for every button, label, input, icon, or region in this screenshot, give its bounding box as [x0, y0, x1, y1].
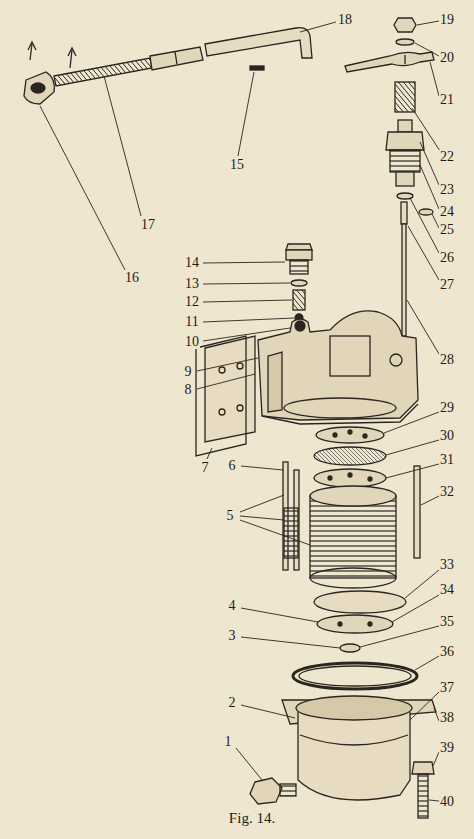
callout-number: 12: [184, 295, 200, 309]
callout-number: 2: [228, 696, 237, 710]
valve-disc: [317, 615, 393, 633]
callout-number: 24: [439, 205, 455, 219]
figure-caption: Fig. 14.: [228, 811, 276, 825]
spring: [395, 82, 415, 112]
callout-number: 16: [124, 271, 140, 285]
filter-element: [284, 486, 396, 588]
sealing-ring: [293, 663, 417, 689]
callout-number: 8: [184, 383, 193, 397]
callout-number: 31: [439, 453, 455, 467]
callout-number: 33: [439, 558, 455, 572]
callout-number: 30: [439, 429, 455, 443]
callout-number: 9: [184, 365, 193, 379]
callout-number: 32: [439, 485, 455, 499]
washer: [419, 209, 433, 215]
fuel-tube: [205, 28, 312, 58]
drain-plug: [250, 778, 296, 804]
callout-number: 28: [439, 353, 455, 367]
spring-sleeve: [54, 47, 203, 86]
callout-number: 6: [228, 459, 237, 473]
callout-number: 36: [439, 645, 455, 659]
callout-number: 29: [439, 401, 455, 415]
callout-number: 5: [226, 509, 235, 523]
screw-fitting: [386, 120, 424, 186]
callout-number: 20: [439, 51, 455, 65]
pin: [250, 66, 264, 70]
callout-number: 7: [201, 461, 210, 475]
callout-number: 37: [439, 681, 455, 695]
callout-number: 25: [439, 223, 455, 237]
callout-number: 14: [184, 256, 200, 270]
washer: [340, 644, 360, 652]
callout-number: 39: [439, 741, 455, 755]
callout-number: 11: [184, 315, 199, 329]
o-ring: [397, 193, 413, 199]
gasket: [314, 591, 406, 613]
callout-number: 1: [224, 735, 233, 749]
callout-number: 17: [140, 218, 156, 232]
callout-number: 23: [439, 183, 455, 197]
callout-number: 22: [439, 150, 455, 164]
bolt: [412, 762, 434, 818]
callout-number: 4: [228, 599, 237, 613]
part-drawings: [24, 18, 436, 818]
callout-number: 13: [184, 277, 200, 291]
callout-number: 38: [439, 711, 455, 725]
pins: [283, 462, 299, 570]
filter-bowl: [282, 696, 436, 800]
callout-number: 40: [439, 795, 455, 809]
pump-body: [205, 311, 418, 442]
callout-number: 35: [439, 615, 455, 629]
long-bolt: [414, 466, 420, 558]
filter-discs: [314, 427, 386, 487]
callout-number: 26: [439, 251, 455, 265]
plunger-rod: [401, 202, 407, 336]
callout-number: 34: [439, 583, 455, 597]
callout-number: 3: [228, 629, 237, 643]
leader-lines: [40, 21, 440, 801]
gasket: [196, 336, 246, 456]
callout-number: 21: [439, 93, 455, 107]
callout-number: 15: [229, 158, 245, 172]
callout-number: 18: [337, 13, 353, 27]
callout-number: 10: [184, 335, 200, 349]
lever-assembly: [345, 18, 434, 72]
callout-number: 19: [439, 13, 455, 27]
callout-number: 27: [439, 278, 455, 292]
